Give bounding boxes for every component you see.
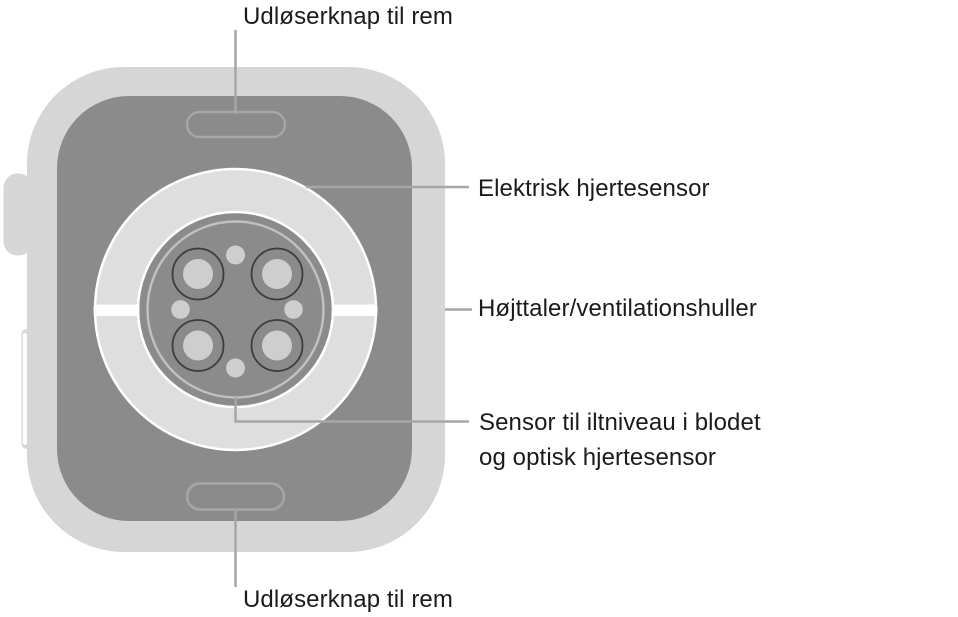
sensor-ring-inner (136, 210, 335, 409)
sensor-led-left (171, 300, 190, 319)
label-blood-oxygen-sensor: Sensor til iltniveau i blodet og optisk … (479, 405, 761, 475)
label-band-release-bottom: Udløserknap til rem (243, 586, 453, 613)
sensor-led-bottom (226, 358, 245, 378)
label-blood-oxygen-line1: Sensor til iltniveau i blodet (479, 409, 761, 436)
optical-sensor-top-left (171, 247, 225, 301)
band-release-button-bottom (185, 482, 286, 511)
label-band-release-top: Udløserknap til rem (243, 3, 453, 30)
label-blood-oxygen-line2: og optisk hjertesensor (479, 444, 716, 471)
optical-sensor-cluster (171, 245, 304, 378)
sensor-led-top (226, 245, 245, 265)
sensor-led-right (284, 300, 303, 319)
optical-sensor-bottom-left (171, 319, 225, 372)
optical-sensor-bottom-right (250, 319, 304, 372)
side-button-groove (22, 333, 27, 445)
ring-gap-left (93, 304, 140, 316)
label-electric-heart-sensor: Elektrisk hjertesensor (478, 175, 710, 202)
callout-lines (234, 30, 472, 587)
label-speaker-vents: Højttaler/ventilationshuller (478, 295, 757, 322)
ring-gap-right (332, 304, 378, 316)
callout-line-blood-oxygen (234, 397, 469, 423)
optical-sensor-top-right (250, 247, 304, 301)
